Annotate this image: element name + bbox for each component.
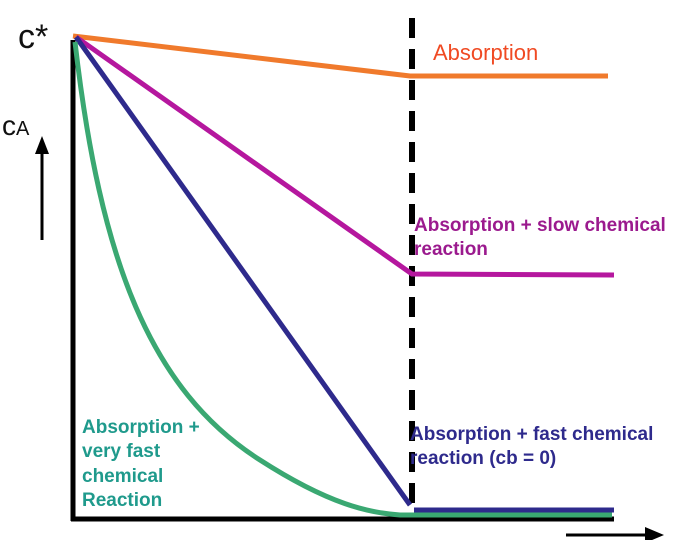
fast-reaction-curve — [73, 35, 413, 507]
vfast-label-line-1: Absorption + — [82, 417, 200, 438]
slow-label-line-1: Absorption + slow chemical — [414, 215, 666, 236]
vfast-label-line-2: very fast — [82, 441, 161, 463]
fast-reaction-label: Absorption + fast chemical reaction (cb … — [410, 423, 653, 472]
absorption-curve — [72, 33, 608, 79]
concentration-axis-label: cA — [2, 112, 29, 140]
slow-reaction-label: Absorption + slow chemical reaction — [414, 214, 666, 263]
vfast-label-line-4: Reaction — [82, 489, 163, 511]
fast-label-line-2: reaction (cb = 0) — [410, 448, 557, 470]
vfast-label-line-3: chemical — [82, 465, 164, 487]
ca-arrow-head — [35, 136, 49, 154]
very-fast-reaction-label: Absorption + very fast chemical Reaction — [82, 416, 200, 513]
ca-sub: A — [16, 118, 30, 140]
very-fast-reaction-curve — [72, 41, 612, 518]
slow-label-line-2: reaction — [414, 239, 488, 261]
x-arrow-head — [645, 527, 664, 540]
absorption-label: Absorption — [433, 40, 539, 65]
ca-main: c — [2, 110, 16, 141]
slow-reaction-curve — [74, 34, 615, 278]
fast-label-line-1: Absorption + fast chemical — [410, 424, 654, 445]
c-star-label: c* — [18, 18, 49, 56]
